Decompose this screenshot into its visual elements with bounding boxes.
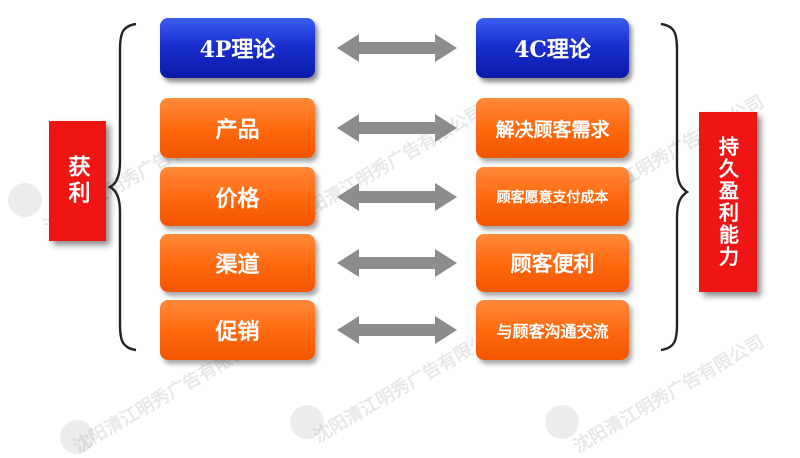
double-arrow-icon (337, 183, 457, 211)
item-convenience: 顾客便利 (476, 234, 629, 292)
item-promotion: 促销 (160, 300, 315, 360)
item-communication: 与顾客沟通交流 (476, 300, 629, 360)
watermark-logo (60, 420, 94, 454)
item-product: 产品 (160, 98, 315, 158)
item-customer-needs: 解决顾客需求 (476, 98, 629, 158)
right-brace (660, 22, 689, 352)
item-channel: 渠道 (160, 234, 315, 292)
watermark-logo (545, 405, 579, 439)
right-label: 持久盈利能力 (699, 112, 757, 292)
double-arrow-icon (337, 249, 457, 277)
watermark-logo (8, 183, 42, 217)
header-4c: 4C理论 (476, 18, 629, 78)
double-arrow-icon (337, 114, 457, 142)
double-arrow-icon (337, 316, 457, 344)
double-arrow-icon (337, 34, 457, 62)
item-customer-cost: 顾客愿意支付成本 (476, 167, 629, 226)
left-label: 获利 (49, 121, 106, 241)
item-price: 价格 (160, 167, 315, 226)
watermark-logo (290, 405, 324, 439)
header-4p: 4P理论 (160, 18, 315, 78)
left-brace (108, 22, 137, 352)
